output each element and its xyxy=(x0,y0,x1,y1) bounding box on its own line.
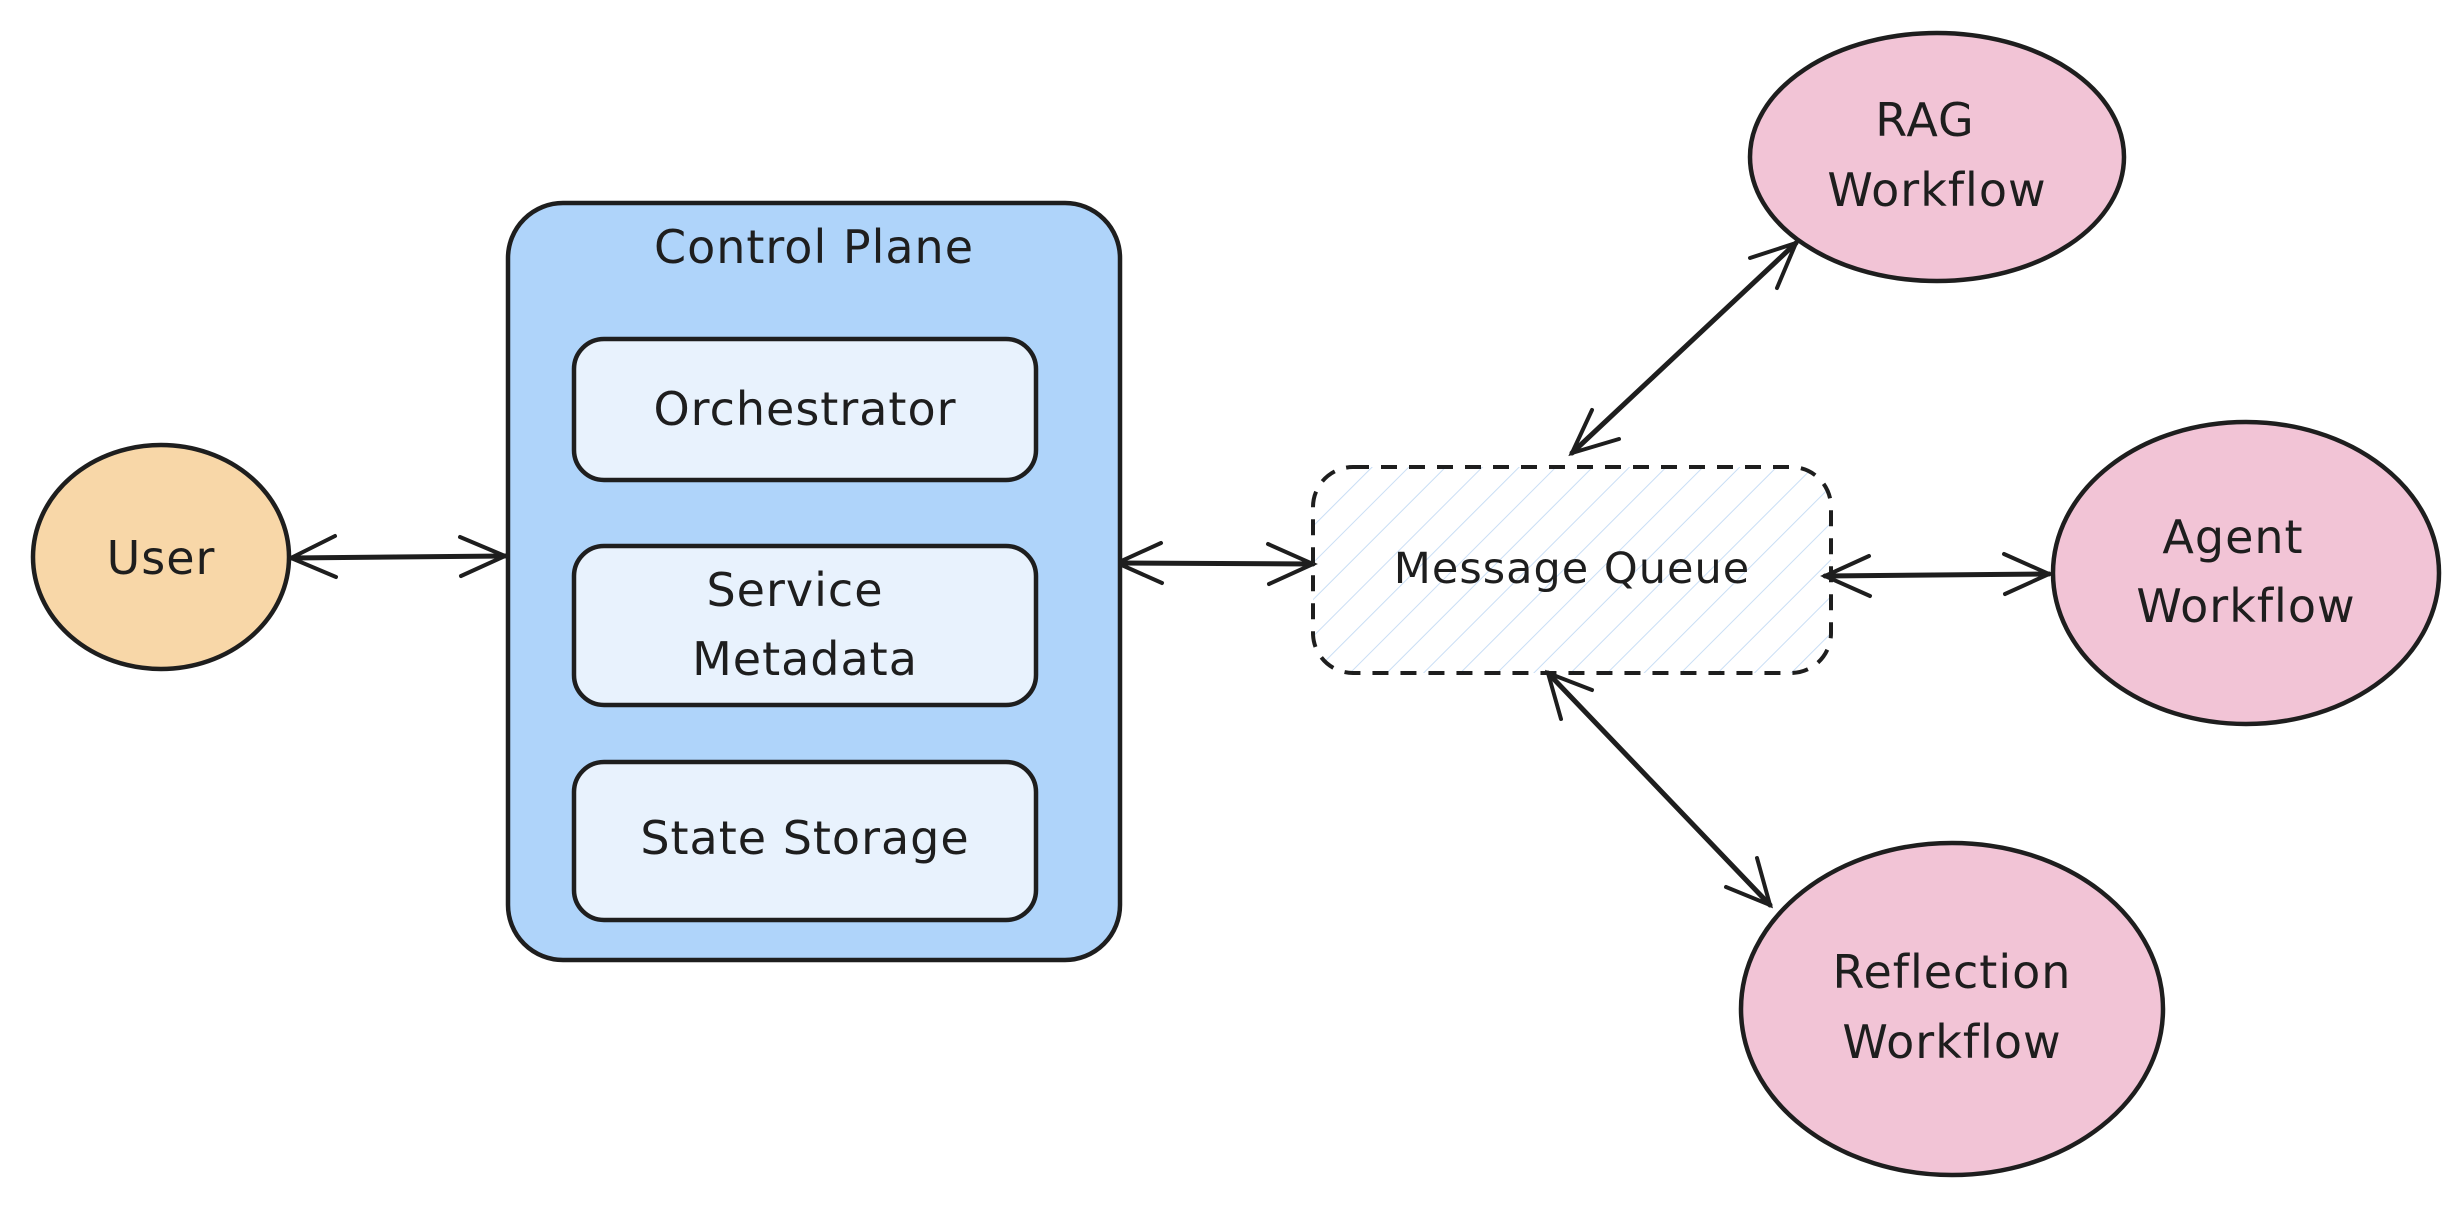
state-storage-label: State Storage xyxy=(640,811,969,865)
service-metadata-label-line2: Metadata xyxy=(692,632,918,686)
edge-control-plane-message-queue xyxy=(1112,541,1318,586)
service-metadata-box xyxy=(571,543,1039,708)
message-queue-box xyxy=(1311,465,1833,675)
reflection-workflow-label-line1: Reflection xyxy=(1833,945,2072,999)
orchestrator-node: Orchestrator xyxy=(571,336,1039,483)
user-label: User xyxy=(107,531,216,585)
reflection-workflow-label-line2: Workflow xyxy=(1842,1015,2061,1069)
agent-workflow-label-line2: Workflow xyxy=(2136,579,2355,633)
state-storage-box xyxy=(571,759,1039,923)
rag-workflow-label-line2: Workflow xyxy=(1827,163,2046,217)
service-metadata-label-line1: Service xyxy=(706,563,883,617)
reflection-workflow-shape xyxy=(1738,840,2166,1178)
message-queue-label: Message Queue xyxy=(1394,544,1750,594)
control-plane-node: Control Plane Orchestrator Service Metad… xyxy=(505,200,1123,963)
user-node: User xyxy=(30,442,292,672)
agent-workflow-node: Agent Workflow xyxy=(2050,419,2442,727)
edge-message-queue-rag-workflow xyxy=(1568,239,1800,457)
edge-user-control-plane xyxy=(286,534,510,579)
service-metadata-node: Service Metadata xyxy=(571,543,1039,708)
message-queue-node: Message Queue xyxy=(1311,465,1833,675)
agent-workflow-shape xyxy=(2050,419,2442,727)
agent-workflow-label-line1: Agent xyxy=(2162,510,2303,564)
message-queue-hatch xyxy=(1313,467,1831,673)
rag-workflow-label-line1: RAG xyxy=(1875,93,1974,147)
edge-message-queue-reflection-workflow xyxy=(1544,669,1774,909)
control-plane-label: Control Plane xyxy=(654,220,974,274)
reflection-workflow-node: Reflection Workflow xyxy=(1738,840,2166,1178)
orchestrator-box xyxy=(571,336,1039,483)
user-node-shape xyxy=(30,442,292,672)
rag-workflow-shape xyxy=(1747,30,2127,284)
rag-workflow-node: RAG Workflow xyxy=(1747,30,2127,284)
edge-message-queue-agent-workflow xyxy=(1820,552,2054,598)
orchestrator-label: Orchestrator xyxy=(653,382,956,436)
state-storage-node: State Storage xyxy=(571,759,1039,923)
